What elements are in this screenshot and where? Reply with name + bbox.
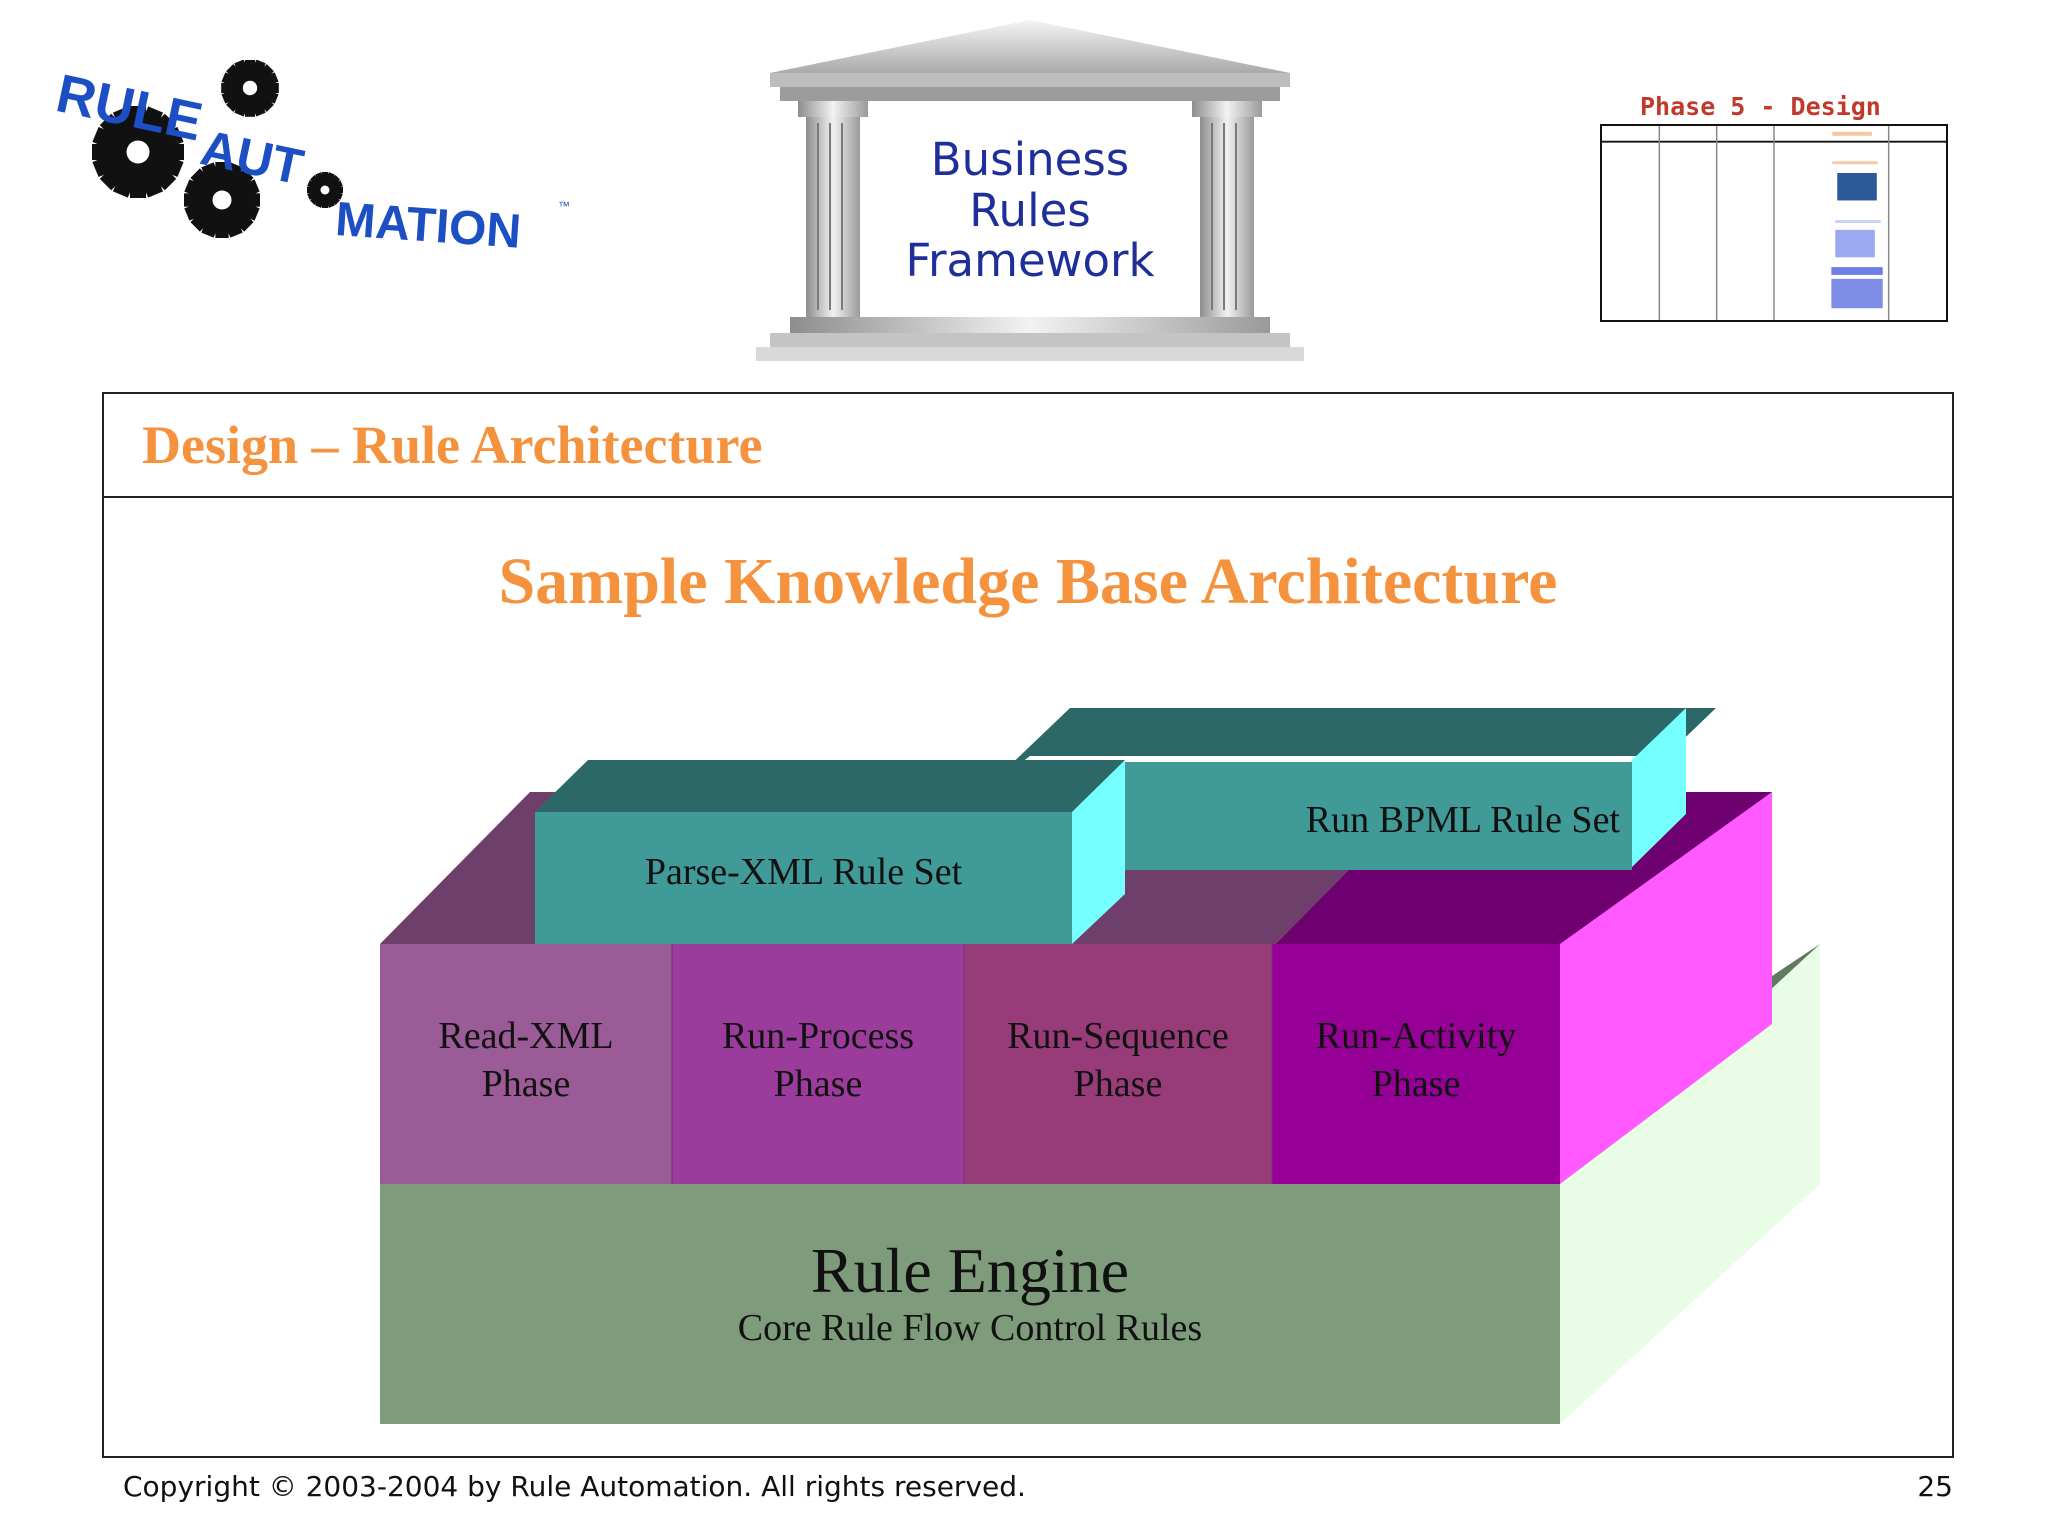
run-sequence-line-1: Run-Sequence — [1007, 1015, 1229, 1057]
gear-icon: RULE AUT MATION ™ — [51, 59, 570, 259]
rule-set-run-bpml — [1080, 762, 1632, 870]
phase-run-activity — [1272, 944, 1560, 1184]
rule-engine-title: Rule Engine — [810, 1235, 1130, 1306]
engine-side-face — [1560, 944, 1820, 1424]
phase-read-xml — [380, 944, 672, 1184]
bpml-top-face — [980, 708, 1716, 794]
banner-line-1: Business — [930, 133, 1130, 186]
rule-set-parse-xml — [535, 812, 1072, 944]
rule-automation-logo: RULE AUT MATION ™ — [50, 59, 590, 260]
copyright-notice: Copyright © 2003-2004 by Rule Automation… — [123, 1470, 1026, 1503]
parse-xml-label: Parse-XML Rule Set — [644, 851, 963, 893]
run-bpml-label: Run BPML Rule Set — [1305, 799, 1620, 841]
phase-label: Phase 5 - Design — [1640, 92, 1881, 121]
banner-line-2: Rules — [969, 184, 1091, 237]
parse-xml-top-face — [535, 760, 1125, 812]
run-process-label: Run-Process Phase — [672, 1012, 964, 1108]
phases-side-face — [1560, 792, 1772, 1184]
phase-run-process — [672, 944, 964, 1184]
rule-engine-subtitle: Core Rule Flow Control Rules — [737, 1307, 1203, 1349]
banner-line-3: Framework — [905, 234, 1155, 287]
bpml-side-face — [1630, 708, 1686, 869]
slide-content-frame: Design – Rule Architecture Sample Knowle… — [102, 392, 1954, 1458]
logo-text-mation: MATION — [334, 193, 523, 259]
temple-icon — [756, 20, 1304, 361]
read-xml-line-2: Phase — [481, 1063, 571, 1105]
section-header: Design – Rule Architecture — [104, 394, 1952, 498]
run-activity-line-2: Phase — [1371, 1063, 1461, 1105]
run-activity-label: Run-Activity Phase — [1272, 1012, 1560, 1108]
knowledge-base-diagram: Parse-XML Rule Set Run BPML Rule Set Rea… — [380, 694, 1920, 1434]
section-title: Design – Rule Architecture — [142, 415, 763, 475]
phase-table-thumbnail — [1600, 124, 1948, 322]
business-rules-framework-banner: Business Rules Framework — [750, 18, 1310, 363]
page-number: 25 — [1917, 1470, 1953, 1503]
read-xml-line-1: Read-XML — [438, 1015, 614, 1057]
trademark-mark: ™ — [558, 199, 570, 213]
run-process-line-2: Phase — [773, 1063, 863, 1105]
diagram-title: Sample Knowledge Base Architecture — [498, 545, 1558, 618]
phase-run-sequence — [964, 944, 1272, 1184]
run-sequence-label: Run-Sequence Phase — [964, 1012, 1272, 1108]
run-activity-line-1: Run-Activity — [1315, 1015, 1517, 1057]
read-xml-label: Read-XML Phase — [380, 1012, 672, 1108]
parse-xml-side-face — [1072, 760, 1125, 944]
engine-front-face — [380, 1184, 1560, 1424]
run-process-line-1: Run-Process — [721, 1015, 915, 1057]
run-sequence-line-2: Phase — [1073, 1063, 1163, 1105]
